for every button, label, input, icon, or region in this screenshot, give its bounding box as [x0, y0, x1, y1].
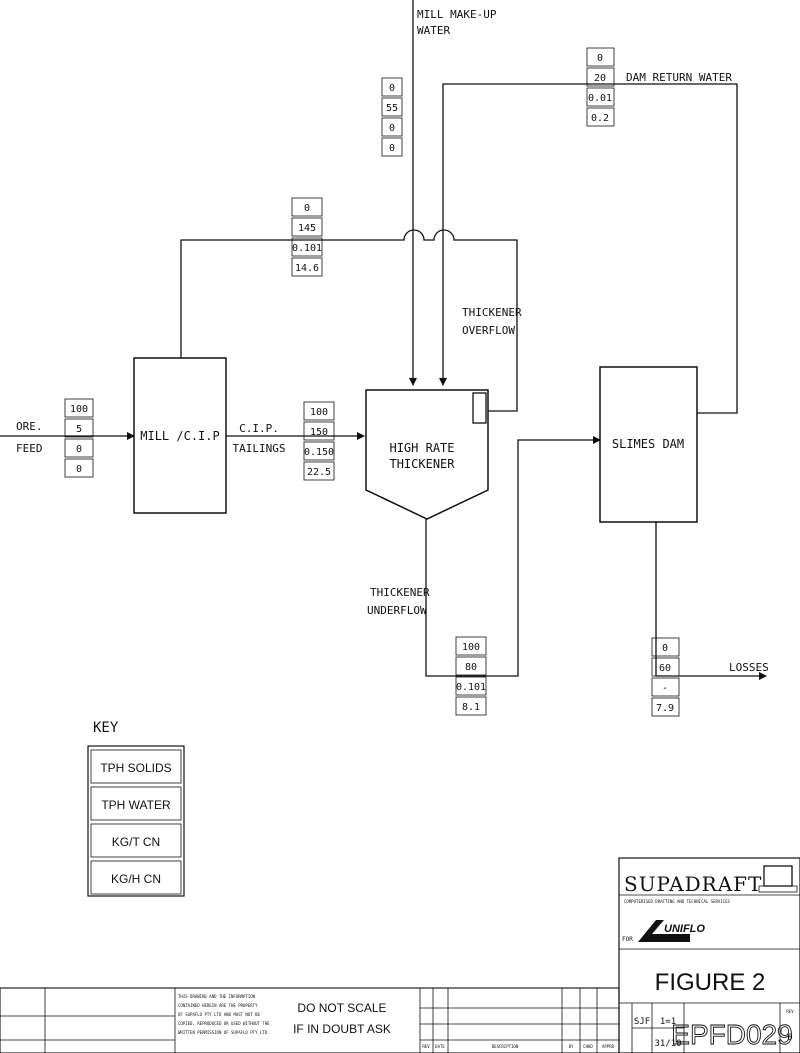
rev-col: APPRD — [602, 1044, 615, 1049]
slimes-dam-label: SLIMES DAM — [612, 437, 684, 451]
stack-cell: 0.01 — [588, 93, 612, 104]
stack-thickener-overflow: 0 145 0.101 14.6 — [291, 197, 323, 277]
thickener-overflow-line — [180, 229, 518, 412]
losses-line — [655, 522, 767, 680]
stack-cell: 100 — [310, 407, 328, 418]
computer-icon — [758, 865, 798, 893]
figure-title: FIGURE 2 — [655, 969, 766, 996]
key-title: KEY — [93, 720, 119, 736]
stack-cell: 0 — [389, 143, 395, 154]
stack-cell: 0 — [389, 123, 395, 134]
stack-cell: 0.2 — [591, 113, 609, 124]
stack-cell: 100 — [70, 404, 88, 415]
cip-tailings-label-2: TAILINGS — [233, 442, 286, 455]
mill-makeup-label-1: MILL MAKE-UP — [417, 8, 497, 21]
stack-cell: 80 — [465, 662, 477, 673]
thickener-overflow-label-1: THICKENER — [462, 306, 522, 319]
stack-cell: 60 — [659, 663, 671, 674]
company-name: SUPADRAFT — [624, 872, 762, 896]
stack-cell: 0.101 — [456, 682, 486, 693]
stack-dam-return: 0 20 0.01 0.2 — [586, 47, 615, 127]
warning-line-1: DO NOT SCALE — [297, 1001, 386, 1015]
drawn-by: SJF — [634, 1017, 650, 1027]
key-item-kgh-cn: KG/H CN — [111, 872, 161, 886]
stack-cell: 14.6 — [295, 263, 319, 274]
stack-cip-tailings: 100 150 0.150 22.5 — [303, 401, 335, 481]
rev-col: CHKD — [583, 1044, 593, 1049]
thickener-label-1: HIGH RATE — [389, 441, 454, 455]
stack-cell: 145 — [298, 223, 316, 234]
stack-cell: 0 — [76, 444, 82, 455]
thickener-shape — [365, 389, 489, 520]
mill-cip-box — [133, 357, 227, 514]
stack-cell: 0.150 — [304, 447, 334, 458]
key-item-water: TPH WATER — [101, 798, 171, 812]
company-subtitle: COMPUTERISED DRAFTING AND TECHNICAL SERV… — [624, 899, 731, 904]
ore-feed-label-1: ORE. — [16, 420, 43, 433]
flow-lines — [0, 0, 767, 680]
stack-losses: 0 60 - 7.9 — [651, 637, 680, 717]
thickener-overflow-launder — [472, 392, 487, 424]
stream-labels: MILL MAKE-UP WATER DAM RETURN WATER THIC… — [16, 8, 769, 674]
notice-line-3: OF SUPAFLO PTY LTD AND MUST NOT BE — [178, 1012, 260, 1017]
cip-tailings-label-1: C.I.P. — [239, 422, 279, 435]
stack-cell: 55 — [386, 103, 398, 114]
client-logo: UNIFLO — [638, 920, 705, 942]
unit-mill-cip: MILL /C.I.P — [133, 357, 227, 514]
rev-col: DESCRIPTION — [492, 1044, 519, 1049]
thickener-underflow-label-1: THICKENER — [370, 586, 430, 599]
drawing-number: EPFD029 — [671, 1019, 792, 1050]
thickener-underflow-line — [425, 436, 601, 677]
stack-cell: 22.5 — [307, 467, 331, 478]
client-logo-text: UNIFLO — [664, 923, 705, 935]
stack-cell: 150 — [310, 427, 328, 438]
rev-col: REV — [422, 1044, 430, 1049]
stack-cell: 8.1 — [462, 702, 480, 713]
rev-col: BY — [569, 1044, 574, 1049]
thickener-underflow-label-2: UNDERFLOW — [367, 604, 427, 617]
stack-cell: 20 — [594, 73, 606, 84]
stack-ore-feed: 100 5 0 0 — [64, 398, 94, 478]
stack-cell: - — [662, 683, 668, 694]
warning-line-2: IF IN DOUBT ASK — [293, 1022, 391, 1036]
stack-cell: 0 — [662, 643, 668, 654]
notice-line-1: THIS DRAWING AND THE INFORMATION — [178, 994, 256, 999]
date-value: 31/10 — [654, 1039, 681, 1049]
stack-cell: 7.9 — [656, 703, 674, 714]
rev-value: 0 — [787, 1033, 792, 1043]
stack-cell: 100 — [462, 642, 480, 653]
key-item-kgt-cn: KG/T CN — [112, 835, 160, 849]
notice-line-5: WRITTEN PERMISSION OF SUPAFLO PTY LTD. — [178, 1030, 270, 1035]
stack-cell: 0 — [389, 83, 395, 94]
unit-slimes-dam: SLIMES DAM — [599, 366, 698, 523]
notice-line-4: COPIED, REPRODUCED OR USED WITHOUT THE — [178, 1021, 270, 1026]
stack-cell: 0 — [304, 203, 310, 214]
stack-cell: 0 — [76, 464, 82, 475]
stack-cell: 0.101 — [292, 243, 322, 254]
unit-thickener: HIGH RATE THICKENER — [365, 389, 489, 520]
key-item-solids: TPH SOLIDS — [100, 761, 171, 775]
mill-makeup-label-2: WATER — [417, 24, 450, 37]
stack-cell: 0 — [597, 53, 603, 64]
stack-thickener-underflow: 100 80 0.101 8.1 — [455, 636, 487, 716]
stack-mill-makeup: 0 55 0 0 — [381, 77, 403, 157]
dam-return-line — [439, 83, 738, 414]
scale-value: 1=1 — [660, 1017, 676, 1027]
title-block: SUPADRAFT COMPUTERISED DRAFTING AND TECH… — [0, 857, 800, 1053]
ore-feed-label-2: FEED — [16, 442, 43, 455]
mill-cip-label: MILL /C.I.P — [140, 429, 219, 443]
dam-return-label: DAM RETURN WATER — [626, 71, 732, 84]
rev-col: DATE — [435, 1044, 445, 1049]
thickener-overflow-label-2: OVERFLOW — [462, 324, 515, 337]
stack-cell: 5 — [76, 424, 82, 435]
for-label: FOR — [622, 936, 633, 943]
notice-line-2: CONTAINED HEREIN ARE THE PROPERTY — [178, 1003, 258, 1008]
thickener-label-2: THICKENER — [389, 457, 455, 471]
rev-label: REV — [786, 1009, 794, 1014]
slimes-dam-box — [599, 366, 698, 523]
key-legend: KEY TPH SOLIDS TPH WATER KG/T CN KG/H CN — [87, 720, 185, 897]
losses-label: LOSSES — [729, 661, 769, 674]
